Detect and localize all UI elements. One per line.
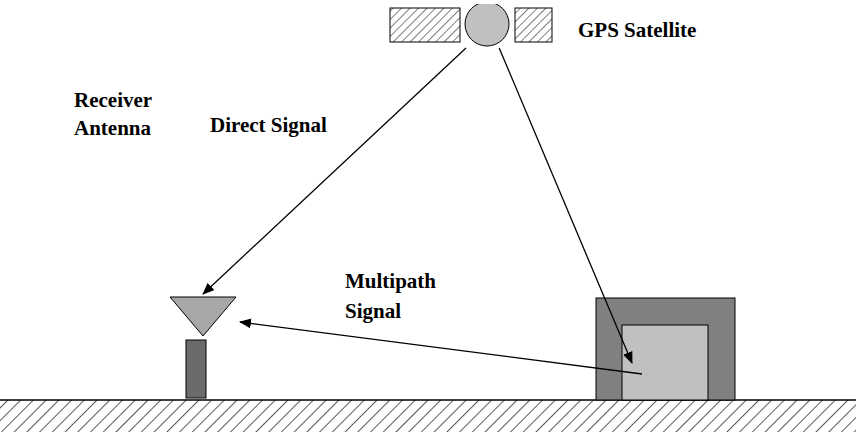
building-body — [596, 298, 735, 400]
signal-path — [203, 48, 466, 294]
signal-arrow — [240, 48, 642, 374]
antenna-symbol — [166, 294, 240, 400]
ground-hatching — [0, 400, 856, 432]
receiver-antenna: Receiver Antenna — [166, 294, 240, 400]
signal-path — [240, 322, 642, 374]
signal-path — [499, 48, 632, 363]
signal-label: Direct Signal — [210, 110, 327, 140]
satellite-symbol — [388, 4, 554, 48]
satellite-label: GPS Satellite — [578, 16, 696, 44]
gps-satellite: GPS Satellite — [388, 4, 554, 48]
signal-arrow — [203, 48, 466, 294]
building-door — [622, 325, 708, 400]
signal-label: Multipath Signal — [345, 266, 460, 326]
antenna-label: Receiver Antenna — [74, 86, 174, 142]
